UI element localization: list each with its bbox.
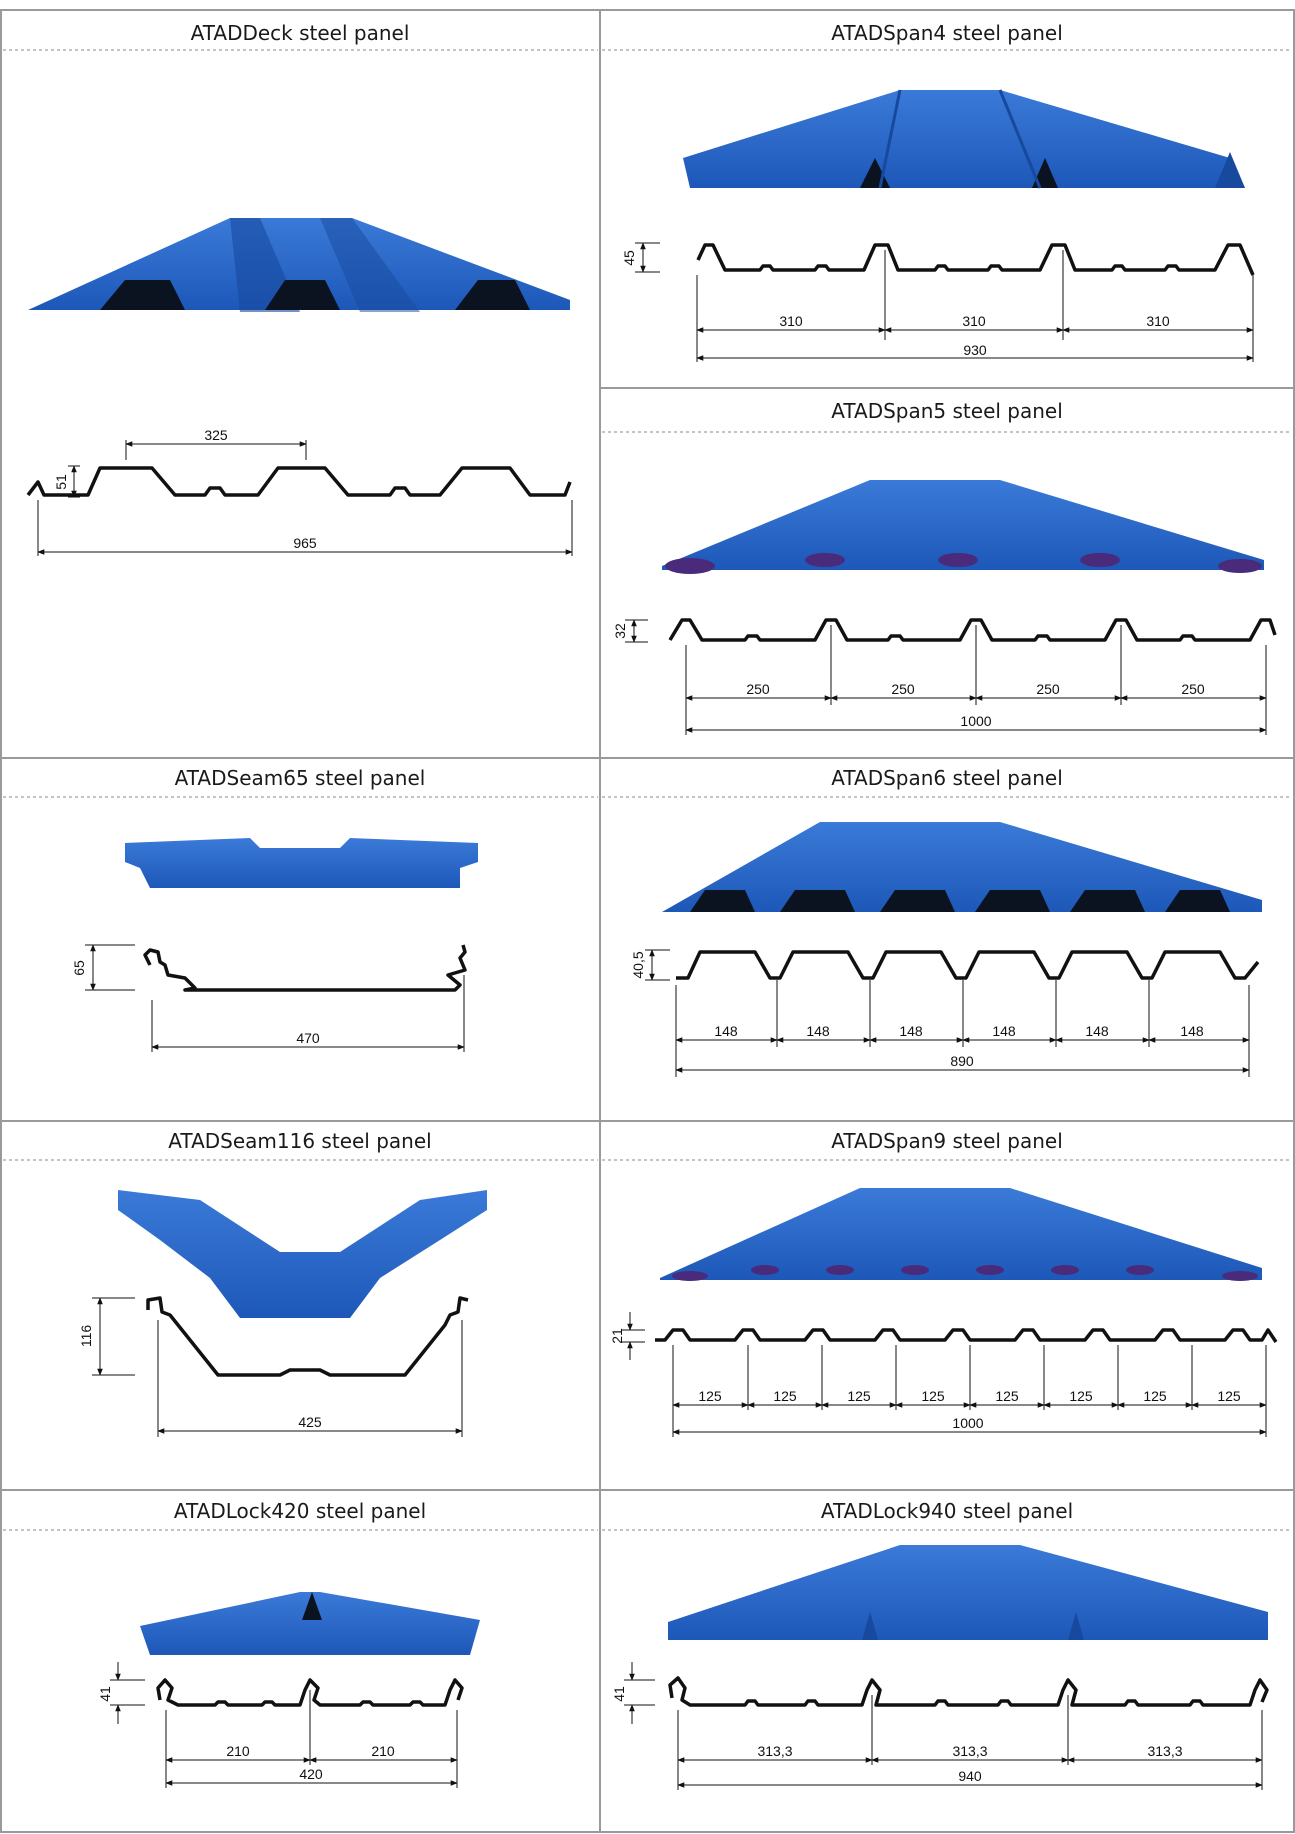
title-atad-lock940: ATADLock940 steel panel <box>821 1499 1073 1523</box>
dim-span-atad-span5-1: 250 <box>746 681 770 697</box>
dim-span-atad-span9-5: 125 <box>995 1388 1019 1404</box>
dim-overall-atad-span4: 930 <box>963 342 987 358</box>
profile-atad-lock420 <box>156 1678 464 1707</box>
dim-span-atad-span5-4: 250 <box>1181 681 1205 697</box>
dim-overall-atad-span5: 1000 <box>960 713 991 729</box>
dim-height-atad-lock940: 41 <box>611 1686 627 1702</box>
dim-overall-atad-lock420: 420 <box>299 1766 323 1782</box>
dim-height-atad-span5: 32 <box>612 623 628 639</box>
profiles <box>26 243 1278 1707</box>
dim-span-atad-span9-2: 125 <box>773 1388 797 1404</box>
title-atad-lock420: ATADLock420 steel panel <box>174 1499 426 1523</box>
title-atad-span4: ATADSpan4 steel panel <box>831 21 1063 45</box>
dim-span-atad-span6-3: 148 <box>899 1023 923 1039</box>
dim-pitch-atad-deck: 325 <box>204 427 228 443</box>
profile-atad-lock940 <box>668 1676 1269 1707</box>
profile-atad-deck <box>26 466 572 497</box>
dim-height-atad-span4: 45 <box>621 250 637 266</box>
profile-atad-span6 <box>676 950 1260 980</box>
title-atad-deck: ATADDeck steel panel <box>191 21 410 45</box>
dim-span-atad-lock940-1: 313,3 <box>757 1743 792 1759</box>
dim-span-atad-span9-1: 125 <box>698 1388 722 1404</box>
title-separators <box>3 49 1292 1531</box>
title-atad-seam116: ATADSeam116 steel panel <box>168 1129 431 1153</box>
profile-atad-span9 <box>655 1328 1278 1343</box>
title-atad-span5: ATADSpan5 steel panel <box>831 399 1063 423</box>
dim-height-atad-span9: 21 <box>609 1328 625 1344</box>
dim-span-atad-span6-6: 148 <box>1180 1023 1204 1039</box>
dim-span-atad-span5-2: 250 <box>891 681 915 697</box>
dim-span-atad-span5-3: 250 <box>1036 681 1060 697</box>
panel-image-atad-span4 <box>683 89 1245 189</box>
dim-span-atad-span4-2: 310 <box>962 313 986 329</box>
panel-image-atad-deck <box>28 218 570 312</box>
title-atad-span9: ATADSpan9 steel panel <box>831 1129 1063 1153</box>
dim-overall-atad-deck: 965 <box>293 535 317 551</box>
dim-height-atad-span6: 40,5 <box>630 951 646 978</box>
dim-span-atad-span6-4: 148 <box>992 1023 1016 1039</box>
panel-image-atad-span9 <box>660 1188 1262 1281</box>
dim-overall-atad-seam65: 470 <box>296 1030 320 1046</box>
panel-image-atad-lock940 <box>668 1545 1268 1640</box>
dim-span-atad-span4-1: 310 <box>779 313 803 329</box>
profile-atad-seam116 <box>146 1296 469 1377</box>
dim-span-atad-span9-8: 125 <box>1217 1388 1241 1404</box>
dim-span-atad-lock420-2: 210 <box>371 1743 395 1759</box>
dim-span-atad-span9-7: 125 <box>1143 1388 1167 1404</box>
dim-height-atad-seam65: 65 <box>71 960 87 976</box>
dim-span-atad-lock420-1: 210 <box>226 1743 250 1759</box>
dim-span-atad-lock940-3: 313,3 <box>1147 1743 1182 1759</box>
dim-span-atad-span9-6: 125 <box>1069 1388 1093 1404</box>
dim-span-atad-span6-2: 148 <box>806 1023 830 1039</box>
title-atad-seam65: ATADSeam65 steel panel <box>175 766 426 790</box>
table-grid <box>0 9 1295 1833</box>
dim-height-atad-deck: 51 <box>53 474 69 490</box>
dim-overall-atad-lock940: 940 <box>958 1768 982 1784</box>
dim-span-atad-lock940-2: 313,3 <box>952 1743 987 1759</box>
panel-image-atad-seam116 <box>118 1190 487 1318</box>
panel-image-atad-span5 <box>662 480 1264 574</box>
dim-overall-atad-seam116: 425 <box>298 1414 322 1430</box>
dim-height-atad-lock420: 41 <box>97 1686 113 1702</box>
dim-span-atad-span4-3: 310 <box>1146 313 1170 329</box>
dim-overall-atad-span6: 890 <box>950 1053 974 1069</box>
dim-span-atad-span6-1: 148 <box>714 1023 738 1039</box>
dim-span-atad-span6-5: 148 <box>1085 1023 1109 1039</box>
title-atad-span6: ATADSpan6 steel panel <box>831 766 1063 790</box>
panel-image-atad-span6 <box>662 822 1262 912</box>
profile-atad-seam65 <box>143 944 467 992</box>
dimension-lines <box>37 242 1267 1790</box>
dim-span-atad-span9-3: 125 <box>847 1388 871 1404</box>
dimension-labels: 51 325 965 45 310 310 310 930 32 250 250… <box>53 250 1241 1784</box>
panel-image-atad-lock420 <box>140 1592 480 1655</box>
profile-atad-span5 <box>668 618 1277 642</box>
dim-span-atad-span9-4: 125 <box>921 1388 945 1404</box>
panel-image-atad-seam65 <box>125 838 478 888</box>
dim-height-atad-seam116: 116 <box>78 1325 94 1348</box>
profile-atad-span4 <box>696 243 1255 276</box>
dim-overall-atad-span9: 1000 <box>952 1415 983 1431</box>
